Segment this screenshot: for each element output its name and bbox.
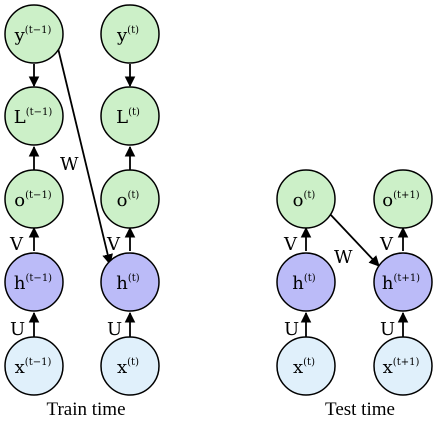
svg-text:o(t−1): o(t−1) (14, 190, 52, 211)
node-superscript: (t) (127, 357, 139, 368)
train-V-label-left: V (9, 234, 24, 255)
node-superscript: (t) (304, 273, 316, 284)
node-superscript: (t−1) (26, 107, 53, 118)
node-test-x-left: x(t) (276, 336, 336, 396)
node-superscript: (t+1) (393, 190, 420, 201)
svg-text:x(t−1): x(t−1) (15, 357, 52, 378)
edge-train-W-y-to-h (56, 43, 113, 266)
node-label: L (116, 107, 128, 128)
node-superscript: (t+1) (394, 273, 421, 284)
node-test-o-right: o(t+1) (373, 169, 433, 229)
train-V-label-right: V (106, 234, 121, 255)
svg-text:o(t): o(t) (117, 190, 140, 211)
train-W-label: W (60, 154, 79, 175)
svg-text:L(t−1): L(t−1) (14, 107, 53, 128)
node-superscript: (t) (128, 190, 140, 201)
test-time-caption: Test time (325, 399, 395, 420)
node-test-h-right: h(t+1) (373, 252, 433, 312)
test-U-label-left: U (284, 319, 299, 340)
node-superscript: (t−1) (25, 190, 52, 201)
node-label: y (14, 25, 26, 46)
edge-test-W-o-to-h (328, 212, 380, 267)
node-test-h-left: h(t) (276, 252, 336, 312)
node-label: h (382, 273, 394, 294)
node-train-L-left: L(t−1) (4, 86, 64, 146)
node-train-L-right: L(t) (100, 86, 160, 146)
node-label: x (117, 357, 127, 378)
train-U-label-left: U (10, 319, 25, 340)
node-label: y (116, 25, 128, 46)
svg-text:o(t+1): o(t+1) (382, 190, 420, 211)
node-label: x (293, 357, 303, 378)
node-superscript: (t) (128, 107, 140, 118)
svg-text:o(t): o(t) (293, 190, 316, 211)
node-label: o (293, 190, 304, 211)
node-train-h-right: h(t) (100, 252, 160, 312)
svg-text:h(t−1): h(t−1) (14, 273, 52, 294)
svg-text:x(t+1): x(t+1) (383, 357, 420, 378)
node-superscript: (t−1) (25, 25, 52, 36)
node-test-x-right: x(t+1) (373, 336, 433, 396)
svg-text:x(t): x(t) (117, 357, 139, 378)
test-V-label-left: V (283, 234, 298, 255)
node-train-o-left: o(t−1) (4, 169, 64, 229)
svg-text:y(t−1): y(t−1) (14, 25, 52, 46)
node-train-o-right: o(t) (100, 169, 160, 229)
node-label: h (292, 273, 304, 294)
node-label: h (116, 273, 128, 294)
train-time-caption: Train time (47, 399, 126, 420)
node-label: o (382, 190, 393, 211)
node-label: L (14, 107, 26, 128)
node-label: h (14, 273, 26, 294)
node-superscript: (t−1) (25, 357, 52, 368)
svg-text:L(t): L(t) (116, 107, 140, 128)
train-U-label-right: U (107, 319, 122, 340)
svg-text:h(t+1): h(t+1) (382, 273, 420, 294)
node-test-o-left: o(t) (276, 169, 336, 229)
test-U-label-right: U (380, 319, 395, 340)
node-superscript: (t) (303, 357, 315, 368)
svg-text:y(t): y(t) (116, 25, 139, 46)
node-train-y-left: y(t−1) (4, 4, 64, 64)
node-train-h-left: h(t−1) (4, 252, 64, 312)
node-label: x (383, 357, 393, 378)
svg-text:h(t): h(t) (292, 273, 316, 294)
node-train-y-right: y(t) (100, 4, 160, 64)
node-label: o (117, 190, 128, 211)
node-train-x-right: x(t) (100, 336, 160, 396)
test-W-label: W (334, 247, 353, 268)
node-superscript: (t) (128, 273, 140, 284)
node-label: x (15, 357, 25, 378)
node-superscript: (t) (127, 25, 139, 36)
node-superscript: (t) (304, 190, 316, 201)
svg-text:x(t): x(t) (293, 357, 315, 378)
node-label: o (14, 190, 25, 211)
node-train-x-left: x(t−1) (4, 336, 64, 396)
test-V-label-right: V (379, 234, 394, 255)
node-superscript: (t−1) (26, 273, 53, 284)
svg-text:h(t): h(t) (116, 273, 140, 294)
node-superscript: (t+1) (393, 357, 420, 368)
